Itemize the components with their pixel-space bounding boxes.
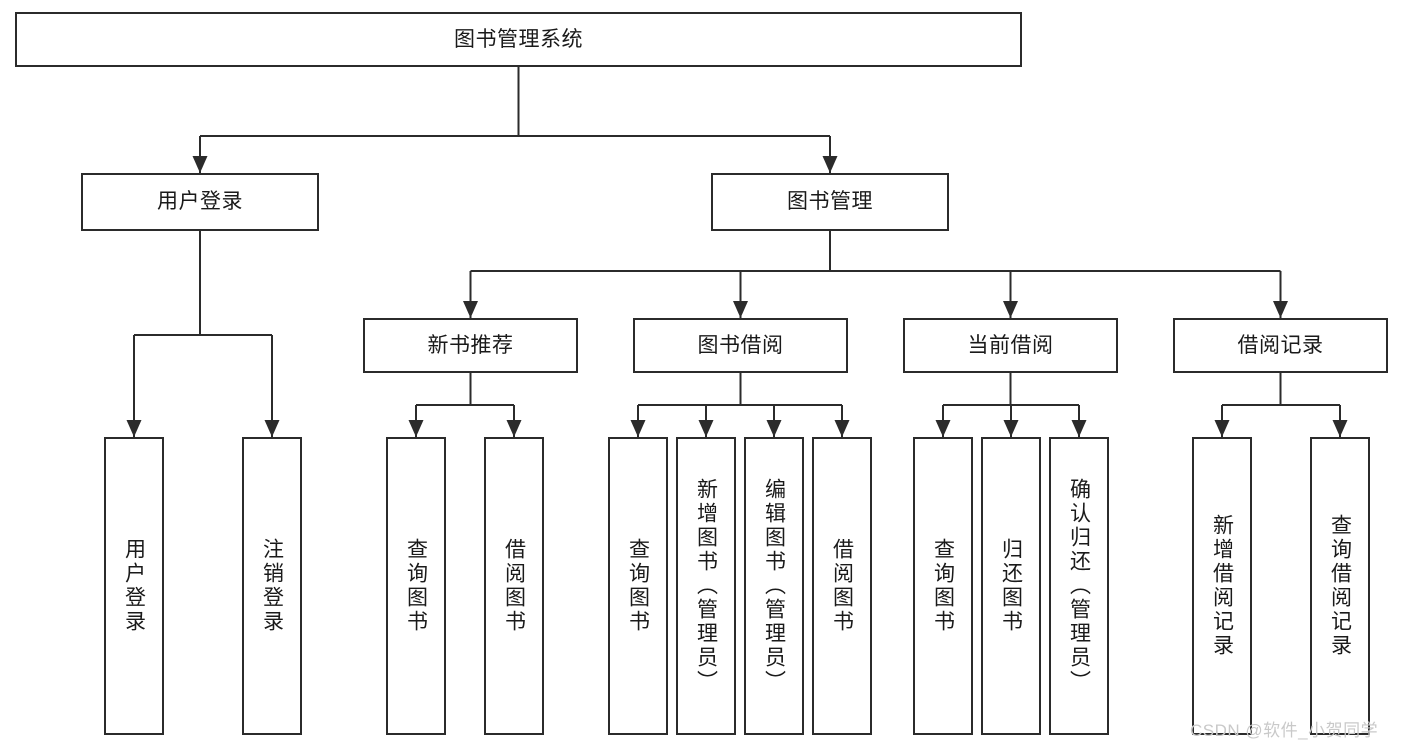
csdn-watermark: CSDN @软件_小贺同学	[1190, 721, 1379, 740]
node-user-login[interactable]: 用户登录	[81, 173, 319, 231]
node-label-current-borrow: 当前借阅	[967, 333, 1054, 357]
arrowhead-book-borrow	[733, 301, 748, 318]
arrowhead-new-book-rec	[463, 301, 478, 318]
node-label-leaf-edit-book: 编辑图书（管理员）	[762, 478, 786, 694]
arrowhead-leaf-query-record	[1332, 420, 1348, 437]
node-root[interactable]: 图书管理系统	[15, 12, 1022, 67]
arrowhead-leaf-user-login	[126, 420, 142, 437]
node-label-leaf-return-book: 归还图书	[999, 538, 1023, 634]
arrowhead-leaf-add-book	[698, 420, 714, 437]
node-label-borrow-record: 借阅记录	[1237, 333, 1324, 357]
node-leaf-query-book-1[interactable]: 查询图书	[386, 437, 446, 735]
arrowhead-book-manage	[822, 156, 838, 173]
node-label-book-manage: 图书管理	[787, 190, 873, 214]
arrowhead-leaf-confirm-return	[1071, 420, 1087, 437]
node-leaf-query-book-3[interactable]: 查询图书	[913, 437, 973, 735]
arrowhead-current-borrow	[1003, 301, 1018, 318]
node-label-root: 图书管理系统	[454, 27, 583, 51]
arrowhead-leaf-edit-book	[766, 420, 782, 437]
node-label-leaf-query-book-3: 查询图书	[931, 538, 955, 634]
node-label-new-book-rec: 新书推荐	[427, 333, 514, 357]
node-label-leaf-confirm-return: 确认归还（管理员）	[1067, 478, 1091, 694]
node-label-leaf-query-book-2: 查询图书	[626, 538, 650, 634]
node-leaf-borrow-book-2[interactable]: 借阅图书	[812, 437, 872, 735]
node-leaf-query-record[interactable]: 查询借阅记录	[1310, 437, 1370, 735]
node-label-leaf-user-login: 用户登录	[122, 538, 146, 634]
node-label-leaf-borrow-book-1: 借阅图书	[502, 538, 526, 634]
node-leaf-confirm-return[interactable]: 确认归还（管理员）	[1049, 437, 1109, 735]
node-book-manage[interactable]: 图书管理	[711, 173, 949, 231]
node-new-book-rec[interactable]: 新书推荐	[363, 318, 578, 373]
node-borrow-record[interactable]: 借阅记录	[1173, 318, 1388, 373]
node-book-borrow[interactable]: 图书借阅	[633, 318, 848, 373]
node-label-leaf-query-record: 查询借阅记录	[1328, 514, 1352, 658]
node-leaf-add-book[interactable]: 新增图书（管理员）	[676, 437, 736, 735]
arrowhead-leaf-return-book	[1003, 420, 1019, 437]
node-label-leaf-query-book-1: 查询图书	[404, 538, 428, 634]
node-label-leaf-borrow-book-2: 借阅图书	[830, 538, 854, 634]
node-leaf-return-book[interactable]: 归还图书	[981, 437, 1041, 735]
arrowhead-leaf-query-book-1	[408, 420, 424, 437]
node-label-book-borrow: 图书借阅	[697, 333, 784, 357]
node-leaf-user-logout[interactable]: 注销登录	[242, 437, 302, 735]
node-leaf-edit-book[interactable]: 编辑图书（管理员）	[744, 437, 804, 735]
node-leaf-query-book-2[interactable]: 查询图书	[608, 437, 668, 735]
arrowhead-leaf-query-book-2	[630, 420, 646, 437]
node-label-leaf-user-logout: 注销登录	[260, 538, 284, 634]
arrowhead-user-login	[192, 156, 208, 173]
node-leaf-borrow-book-1[interactable]: 借阅图书	[484, 437, 544, 735]
node-label-leaf-add-record: 新增借阅记录	[1210, 514, 1234, 658]
node-label-user-login: 用户登录	[157, 190, 243, 214]
arrowhead-borrow-record	[1273, 301, 1288, 318]
node-current-borrow[interactable]: 当前借阅	[903, 318, 1118, 373]
arrowhead-leaf-user-logout	[264, 420, 280, 437]
arrowhead-leaf-borrow-book-1	[506, 420, 522, 437]
node-leaf-add-record[interactable]: 新增借阅记录	[1192, 437, 1252, 735]
arrowhead-leaf-borrow-book-2	[834, 420, 850, 437]
node-leaf-user-login[interactable]: 用户登录	[104, 437, 164, 735]
node-label-leaf-add-book: 新增图书（管理员）	[694, 478, 718, 694]
arrowhead-leaf-add-record	[1214, 420, 1230, 437]
arrowhead-leaf-query-book-3	[935, 420, 951, 437]
